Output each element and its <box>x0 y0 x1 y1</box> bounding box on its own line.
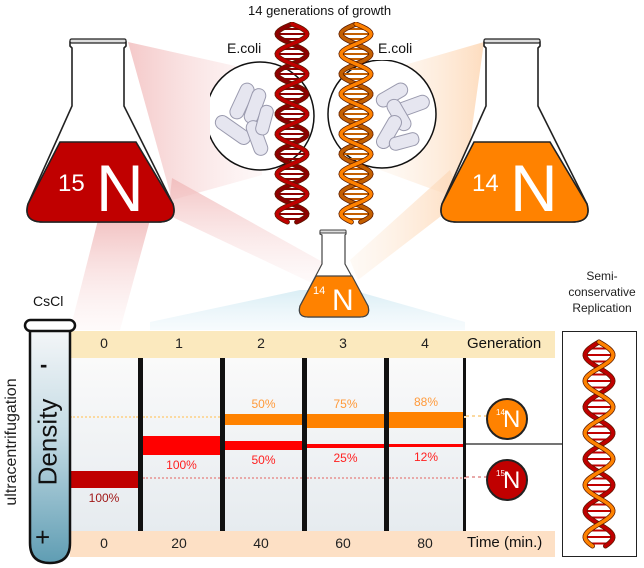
flask-15n-mass: 15 <box>58 170 85 197</box>
beam-red-down <box>70 220 150 330</box>
dna-helices-center <box>274 22 374 225</box>
replication-line-1: Semi- <box>586 269 618 283</box>
marker-15n-element: N <box>503 467 521 494</box>
flask-15n-element: N <box>96 151 144 225</box>
dna-mixed-strand <box>583 340 615 548</box>
replication-line-2: conservative <box>568 285 636 299</box>
title: 14 generations of growth <box>248 3 392 18</box>
marker-15n-mass: 15 <box>496 469 505 478</box>
flask-14n: 14 N <box>440 38 589 225</box>
dna-mixed-strand <box>583 340 615 548</box>
tube-minus: - <box>40 352 48 377</box>
generation-band <box>70 331 555 358</box>
time-band <box>70 531 555 557</box>
flask-15n: 15 N <box>26 38 175 225</box>
dna-helix-14n-icon <box>338 22 374 225</box>
marker-15n: 15 N <box>486 459 528 501</box>
flask-transfer-14n: 14 N <box>298 229 370 318</box>
bacteria-icon <box>214 82 274 156</box>
dna-14n-strand <box>339 22 373 224</box>
ecoli-left-label: E.coli <box>227 40 262 56</box>
beam-red-to-transfer <box>168 178 328 285</box>
generation-label: Generation <box>467 335 542 352</box>
tube-cap-label: CsCl <box>33 293 64 309</box>
dna-semiconservative-icon <box>582 339 616 549</box>
beam-orange-to-transfer <box>350 170 462 280</box>
marker-14n-element: N <box>503 406 521 433</box>
dna-15n-strand <box>275 22 309 224</box>
tube-plus: + <box>35 522 51 552</box>
flask-transfer-element: N <box>332 284 354 317</box>
replication-line-3: Replication <box>572 301 632 315</box>
replication-caption: Semi- conservative Replication <box>562 268 642 316</box>
dna-helix-15n-icon <box>274 22 310 225</box>
ultracentrifugation-label: ultracentrifugation <box>3 378 20 506</box>
tube-axis-label: Density <box>32 398 63 486</box>
flask-transfer-mass: 14 <box>313 285 325 297</box>
flask-14n-mass: 14 <box>472 170 499 197</box>
ecoli-right-label: E.coli <box>378 40 413 56</box>
marker-14n-mass: 14 <box>496 408 505 417</box>
marker-14n: 14 N <box>486 398 528 440</box>
time-label: Time (min.) <box>467 534 543 551</box>
replication-box <box>562 331 637 557</box>
bacteria-icon <box>375 82 430 151</box>
cscl-tube <box>23 318 77 565</box>
flask-14n-element: N <box>510 151 558 225</box>
